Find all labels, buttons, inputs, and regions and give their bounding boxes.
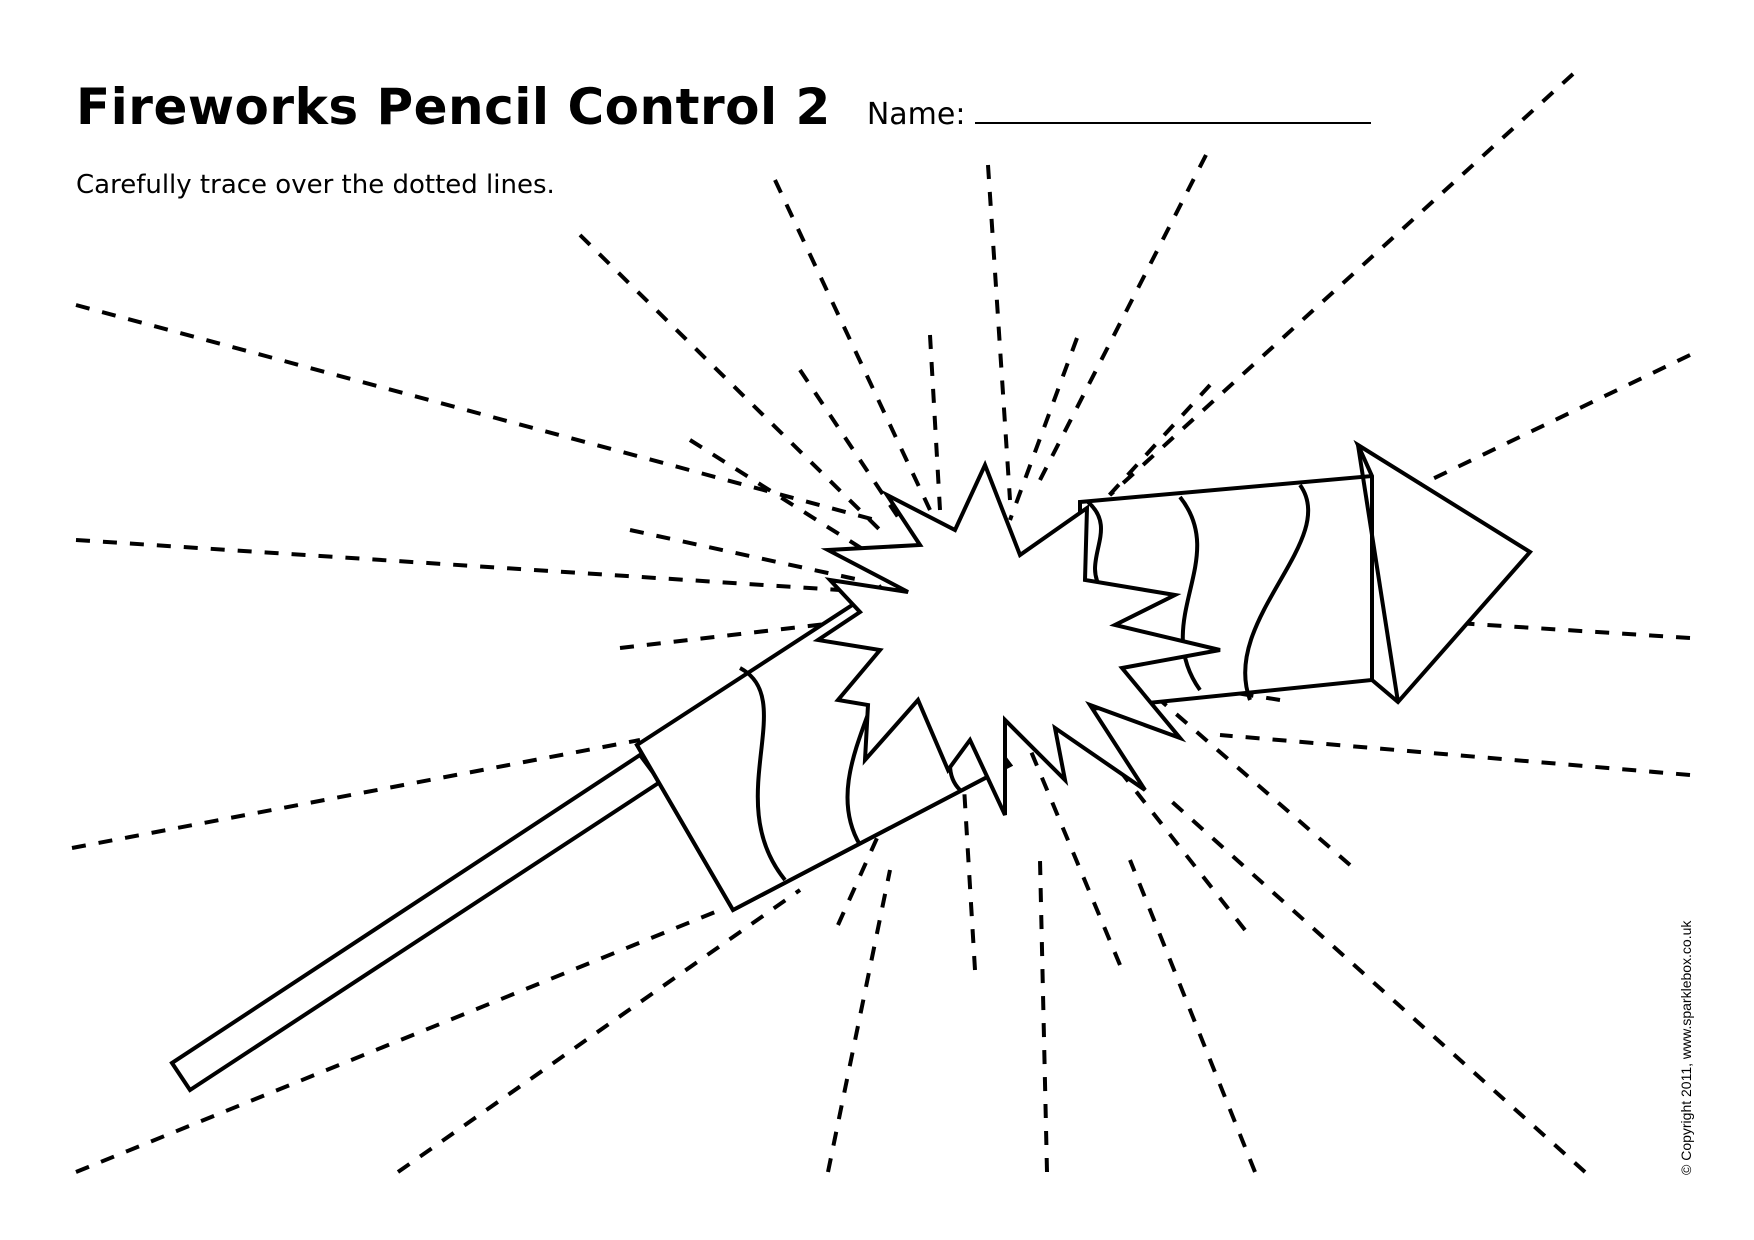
rocket-cone-base <box>1356 444 1400 703</box>
trace-line <box>396 888 802 1174</box>
trace-line <box>75 538 841 592</box>
trace-line <box>986 164 1012 501</box>
trace-line <box>1108 72 1575 497</box>
trace-line <box>578 233 882 532</box>
starburst-explosion <box>812 459 1221 816</box>
trace-line <box>1038 859 1049 1173</box>
trace-line <box>1168 798 1587 1174</box>
trace-line <box>1008 337 1079 521</box>
page-title: Fireworks Pencil Control 2 <box>76 78 831 136</box>
instruction-text: Carefully trace over the dotted lines. <box>76 170 555 200</box>
trace-line <box>773 179 932 511</box>
trace-line <box>1018 724 1122 966</box>
trace-line <box>75 906 726 1174</box>
trace-line <box>75 303 876 522</box>
trace-line <box>1219 733 1691 777</box>
trace-line <box>826 869 892 1173</box>
trace-line <box>1038 154 1208 481</box>
trace-line <box>1409 618 1691 640</box>
trace-line <box>798 368 902 522</box>
trace-line <box>1158 698 1352 867</box>
rocket-stick <box>169 752 663 1093</box>
trace-line <box>629 528 861 582</box>
name-label: Name: <box>866 97 966 132</box>
title-row: Fireworks Pencil Control 2 Name: <box>76 78 1372 136</box>
name-write-line[interactable] <box>975 96 1372 124</box>
copyright-notice: © Copyright 2011, www.sparklebox.co.uk <box>1678 920 1694 1175</box>
rocket-stripe <box>1178 495 1202 692</box>
trace-line <box>928 334 942 511</box>
trace-line <box>1128 859 1257 1173</box>
rocket-stripe <box>1243 483 1311 701</box>
trace-line <box>688 438 882 562</box>
rocket-nose-cone <box>1353 439 1534 705</box>
trace-line <box>1419 353 1691 487</box>
rocket-stripe <box>739 666 787 882</box>
